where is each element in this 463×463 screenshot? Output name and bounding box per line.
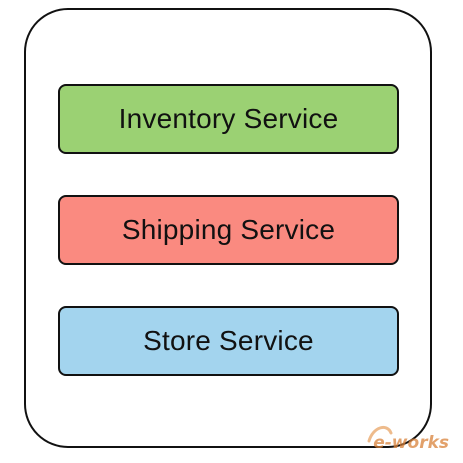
watermark-swirl-icon [367, 425, 393, 443]
inventory-service-label: Inventory Service [118, 103, 339, 134]
watermark-text: e-works [373, 433, 449, 453]
e-works-watermark-logo: e-works [367, 425, 449, 453]
shipping-service-label: Shipping Service [121, 214, 336, 245]
shipping-service-box: Shipping Service [58, 195, 399, 265]
inventory-service-box: Inventory Service [58, 84, 399, 154]
store-service-box: Store Service [58, 306, 399, 376]
store-service-label: Store Service [143, 325, 314, 356]
